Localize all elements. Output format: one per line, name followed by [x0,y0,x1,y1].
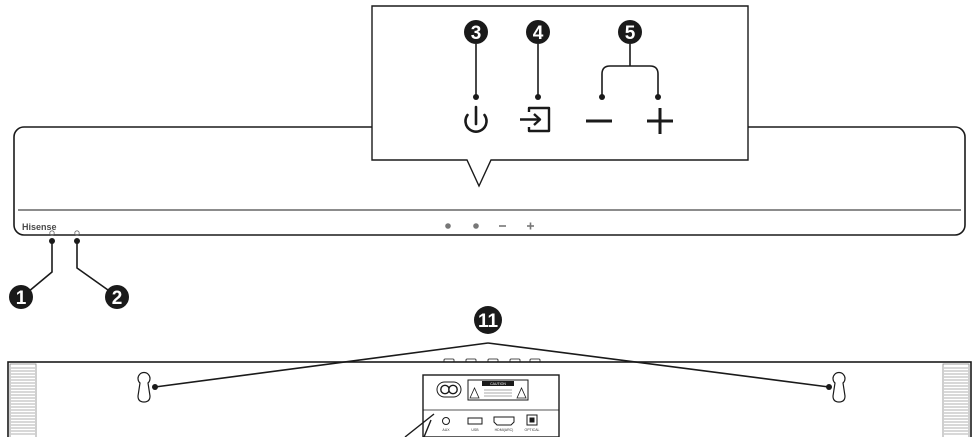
warning-label-title: CAUTION [490,382,506,386]
source-icon [520,106,551,133]
connector-leader-line-1 [404,413,435,438]
hdmi-arc-port [493,416,515,426]
connector-leader-line-2 [423,419,432,438]
callout-4-number: 4 [533,23,544,44]
callout-5-number: 5 [625,23,636,44]
zoom-callout-frame [371,5,749,188]
front-source-button-icon [473,223,479,229]
callout-3: 3 [464,20,488,100]
remote-sensor [49,230,55,236]
callout-11: 11 [152,306,832,390]
connector-panel: CAUTION AUX USB HDMI(ARC) OPTICAL [422,374,560,438]
callout-1: 1 [9,238,55,309]
front-buttons [445,222,534,230]
left-grille [9,363,37,439]
front-power-button-icon [445,223,451,229]
power-connector [436,381,462,398]
callout-4: 4 [526,20,550,100]
right-wall-mount-keyhole [832,372,846,403]
callout-11-number: 11 [478,311,499,332]
warning-triangle-right-icon [516,387,527,399]
volume-up-icon [647,108,673,134]
callout-5: 5 [599,20,661,100]
usb-port [467,417,483,425]
front-volume-up-icon [527,222,534,230]
callout-3-number: 3 [471,23,482,44]
aux-port-label: AUX [442,428,450,432]
warning-triangle-left-icon [469,387,480,399]
power-icon [464,105,488,133]
callout-2-number: 2 [112,288,123,309]
standby-indicator [74,230,80,236]
optical-port-label: OPTICAL [525,428,540,432]
soundbar-rear: CAUTION AUX USB HDMI(ARC) OPTICAL [7,358,972,442]
brand-logo: Hisense [22,222,57,232]
right-grille [942,363,970,439]
zoom-callout: 3 4 5 [371,5,749,188]
callout-1-number: 1 [16,288,27,309]
left-wall-mount-keyhole [137,372,151,403]
hdmi-arc-port-label: HDMI(ARC) [495,428,514,432]
usb-port-label: USB [471,428,479,432]
callout-2: 2 [74,238,129,309]
aux-port [442,417,450,425]
warning-label: CAUTION [467,379,529,401]
